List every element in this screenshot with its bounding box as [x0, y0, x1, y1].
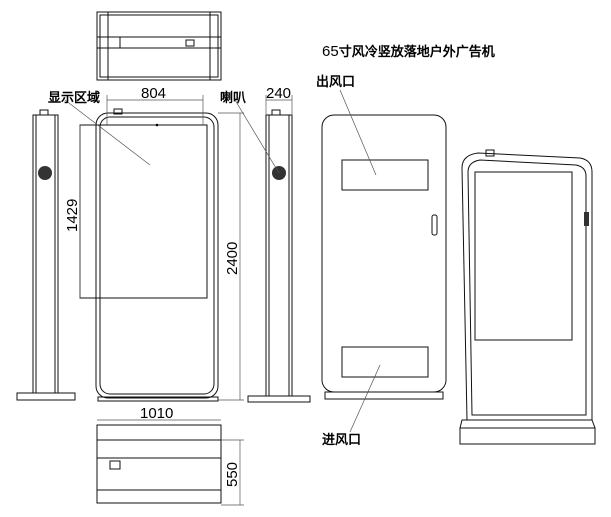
speaker-label: 喇叭 — [220, 90, 246, 106]
air-outlet-vent — [341, 159, 429, 191]
perspective-view — [459, 149, 596, 445]
dim-total-height: 2400 — [224, 242, 241, 275]
air-inlet-vent — [341, 346, 429, 378]
left-side-view — [16, 109, 76, 401]
dim-base-width: 1010 — [140, 405, 173, 422]
back-view — [321, 89, 447, 433]
bottom-view — [96, 419, 244, 506]
right-side-view — [234, 95, 311, 403]
speaker-icon — [38, 166, 52, 180]
air-outlet-label: 出风口 — [316, 74, 355, 90]
dim-display-width: 804 — [141, 85, 166, 102]
door-handle — [431, 214, 438, 236]
title: 65寸风冷竖放落地户外广告机 — [322, 43, 495, 60]
dim-depth: 240 — [266, 85, 291, 102]
display-area-label: 显示区域 — [48, 90, 100, 106]
display-area — [79, 124, 208, 299]
dim-base-depth: 550 — [224, 462, 241, 487]
dim-display-height: 1429 — [64, 199, 81, 232]
top-view — [96, 11, 222, 81]
air-inlet-label: 进风口 — [322, 433, 361, 448]
front-view — [64, 95, 244, 402]
